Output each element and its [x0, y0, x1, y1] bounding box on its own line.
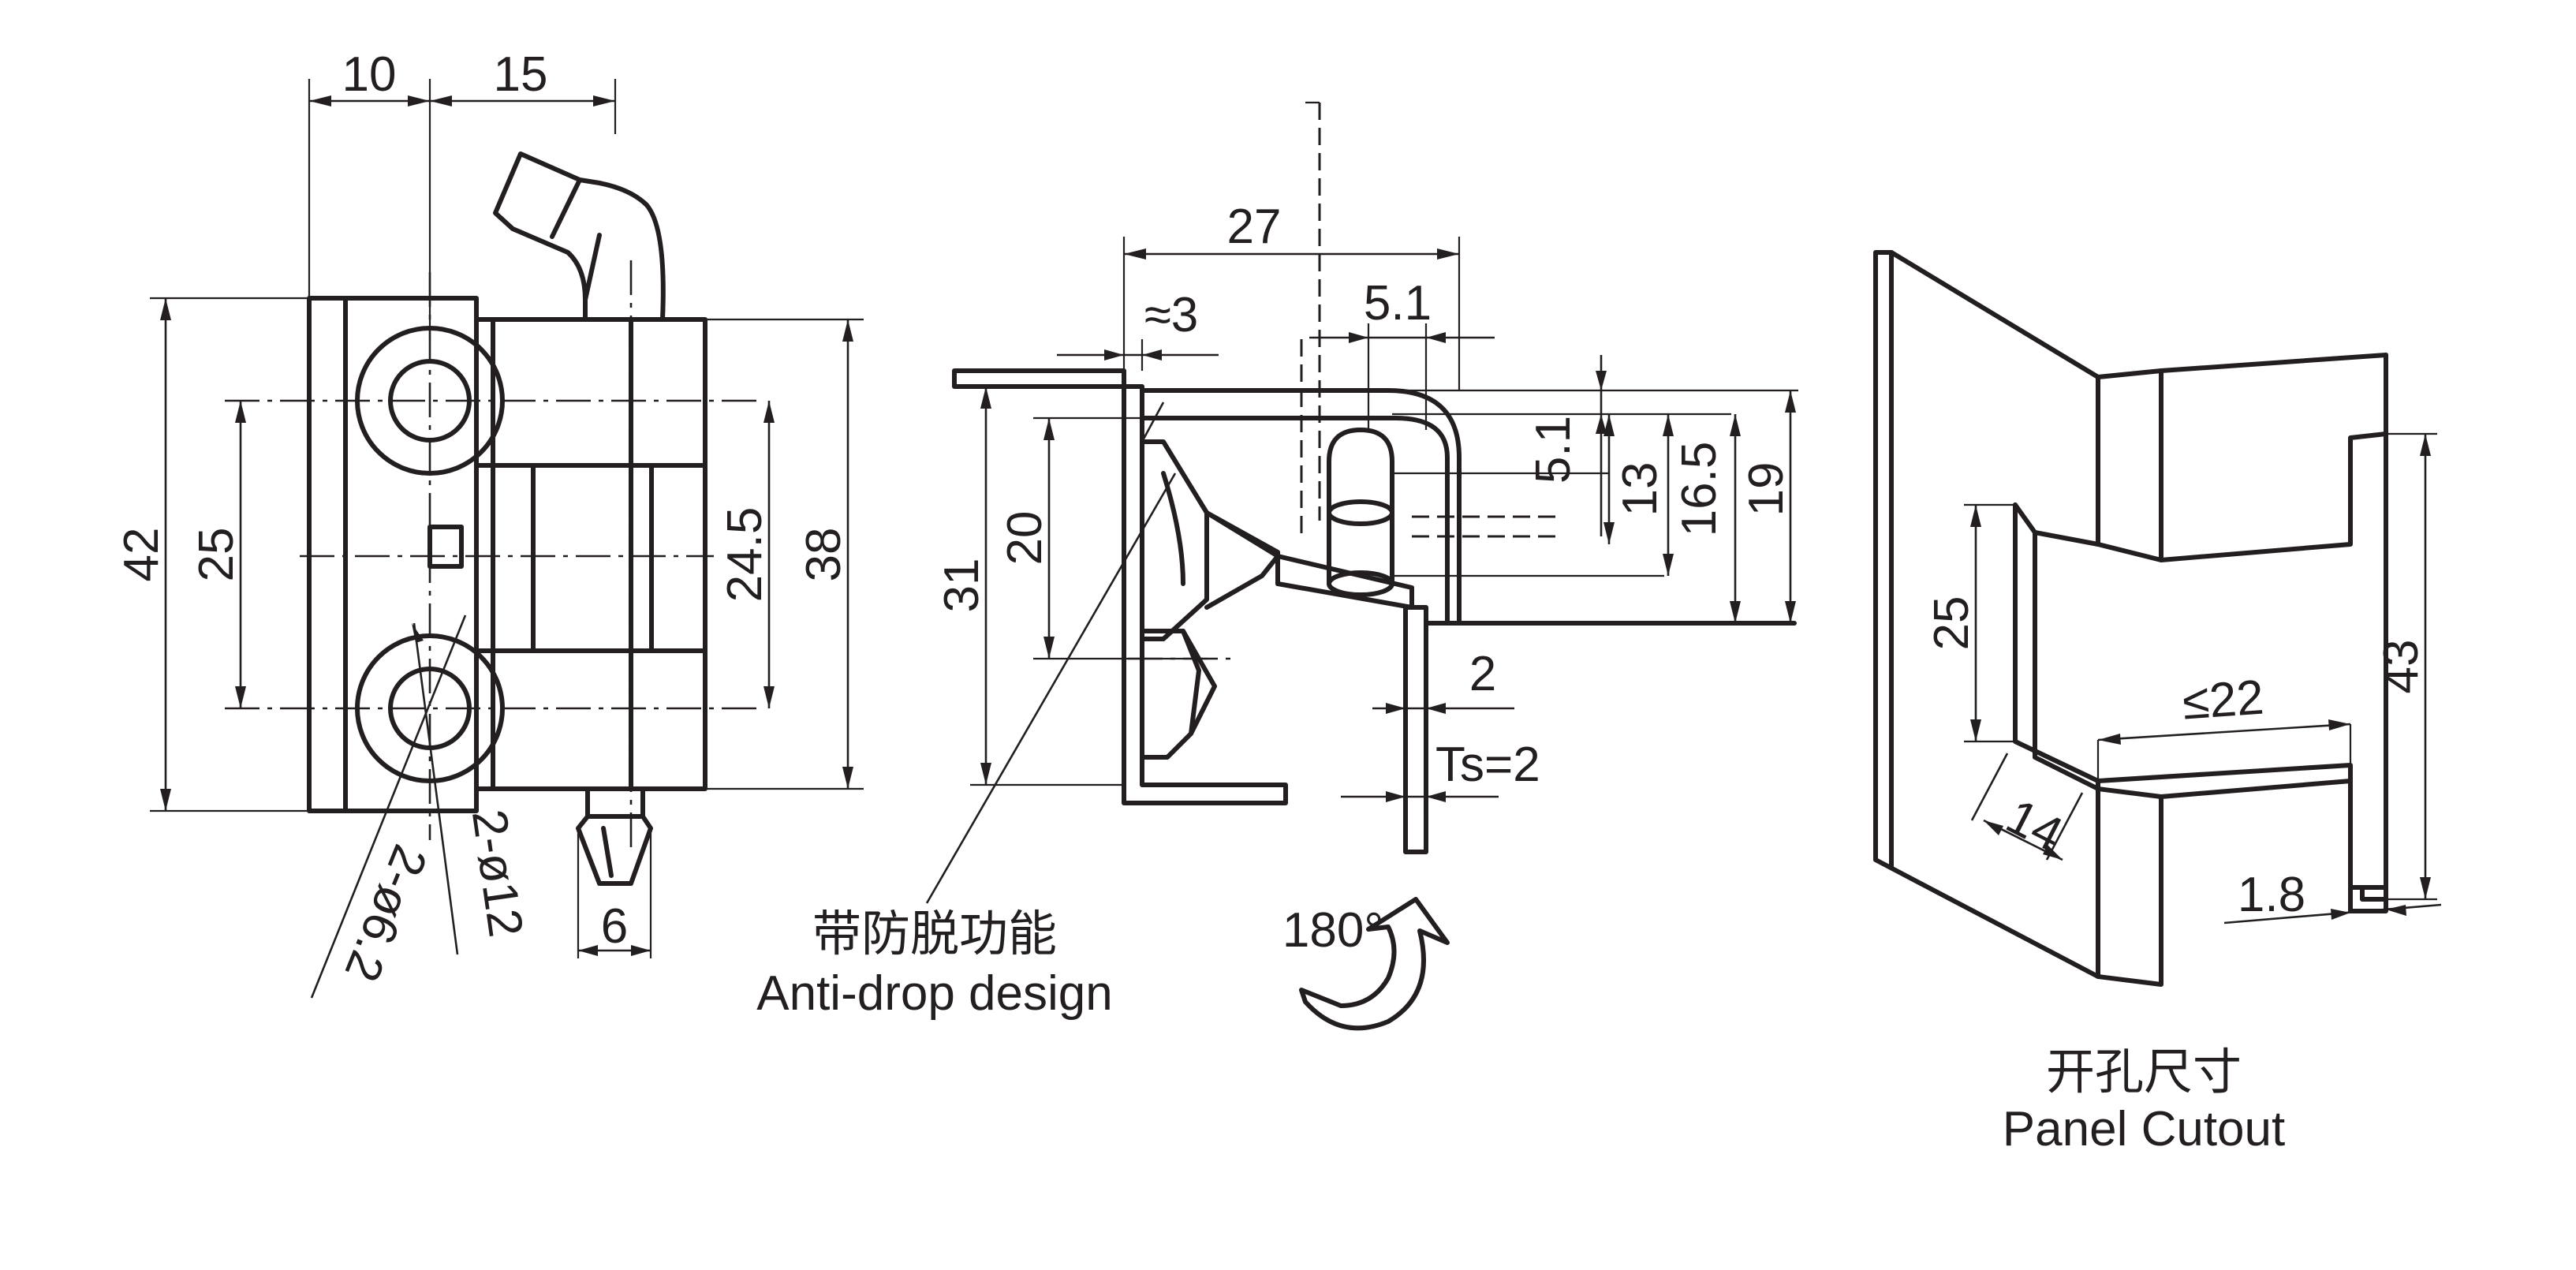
- dim-5-1-v: 5.1: [1526, 416, 1581, 484]
- dim-cut-1-8: 1.8: [2238, 868, 2305, 922]
- dim-27: 27: [1227, 200, 1282, 254]
- dim-approx-3: ≈3: [1144, 288, 1199, 342]
- dim-16-5: 16.5: [1672, 442, 1727, 537]
- dim-42: 42: [114, 528, 169, 582]
- pin-hole: [1327, 428, 1394, 597]
- panel-cutout-view: 25 43 ≤22 14 1.8 开孔尺寸 Panel Cutout: [1873, 250, 2442, 1156]
- cutout-title-en: Panel Cutout: [2003, 1102, 2285, 1156]
- dim-ts-2: Ts=2: [1435, 738, 1540, 792]
- right-leaf: [474, 317, 707, 791]
- dim-10: 10: [342, 47, 397, 102]
- anti-drop-note-cn: 带防脱功能: [812, 907, 1057, 962]
- dim-2: 2: [1469, 647, 1496, 701]
- rotation-180-label: 180°: [1282, 903, 1383, 958]
- dim-5-1-h: 5.1: [1364, 276, 1432, 331]
- dim-19: 19: [1739, 462, 1794, 517]
- hinge-pin: [493, 151, 666, 886]
- dim-cut-14: 14: [1998, 789, 2071, 862]
- panel-outline: [1873, 250, 2388, 987]
- cutout-title-cn: 开孔尺寸: [2046, 1045, 2242, 1100]
- anti-drop-note-en: Anti-drop design: [756, 966, 1113, 1021]
- dim-2-d12: 2-ø12: [461, 806, 533, 940]
- front-view: 10 15 42 25 24.5 38 6: [114, 47, 864, 999]
- dim-20: 20: [998, 511, 1052, 566]
- side-view: 27 ≈3 5.1 5.1 13 16.5: [756, 101, 1798, 1031]
- dim-6: 6: [601, 899, 628, 954]
- rotation-arrow-icon: [1299, 897, 1450, 1031]
- dim-25: 25: [189, 528, 244, 582]
- leaf-plate: [1403, 605, 1428, 854]
- dim-cut-22: ≤22: [2181, 670, 2266, 730]
- dim-2-d6-2: 2-ø6.2: [334, 838, 437, 989]
- dim-cut-43: 43: [2374, 640, 2429, 694]
- left-leaf-outline: [307, 296, 479, 813]
- dim-cut-25: 25: [1925, 596, 1979, 651]
- dim-31: 31: [935, 558, 989, 613]
- dim-38: 38: [797, 528, 851, 582]
- dim-24-5: 24.5: [718, 507, 772, 603]
- dim-13: 13: [1613, 462, 1667, 517]
- dim-15: 15: [494, 47, 548, 102]
